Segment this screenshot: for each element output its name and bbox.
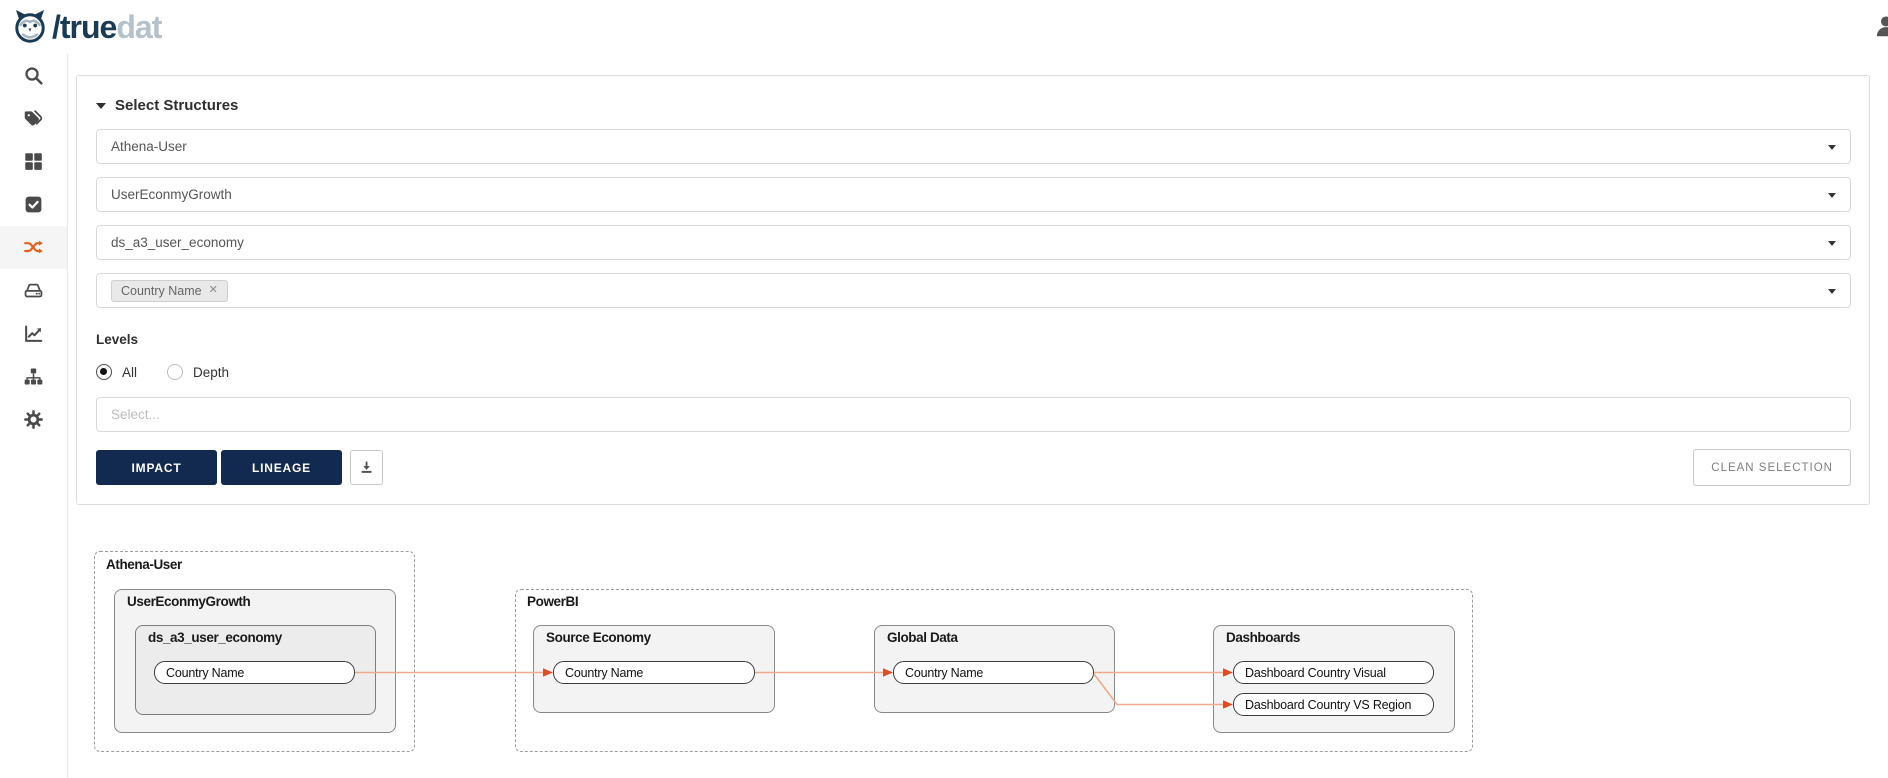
user-icon[interactable]	[1873, 13, 1888, 39]
close-icon[interactable]	[209, 285, 218, 296]
clean-selection-button[interactable]: CLEAN SELECTION	[1693, 449, 1851, 486]
structure-select-field[interactable]: Country Name	[96, 273, 1851, 308]
sitemap-icon	[24, 368, 43, 385]
chevron-down-icon	[1828, 240, 1836, 246]
chart-line-icon	[25, 325, 43, 342]
levels-radio-all-label: All	[122, 364, 138, 380]
structure-select-table[interactable]: ds_a3_user_economy	[96, 225, 1851, 260]
truedat-logo[interactable]: /truedat	[10, 7, 162, 47]
graph-node-source-country-name[interactable]: Country Name	[553, 661, 755, 684]
sidebar	[0, 54, 68, 778]
sidebar-item-sitemap[interactable]	[0, 355, 67, 398]
graph-system-athena-user	[94, 551, 415, 752]
levels-radio-all[interactable]: All	[96, 364, 137, 380]
structure-select-system-value: Athena-User	[111, 139, 187, 154]
chevron-down-icon	[1828, 192, 1836, 198]
graph-node-global-country-name-label: Country Name	[905, 665, 984, 680]
sidebar-item-check[interactable]	[0, 183, 67, 226]
radio-selected-icon	[96, 364, 112, 380]
sidebar-item-search[interactable]	[0, 54, 67, 97]
check-square-icon	[25, 196, 42, 213]
levels-radio-depth-label: Depth	[193, 364, 230, 380]
tags-icon	[24, 110, 43, 126]
structure-select-system[interactable]: Athena-User	[96, 129, 1851, 164]
hard-drive-icon	[24, 283, 43, 298]
graph-node-dashboard-country-vs-region[interactable]: Dashboard Country VS Region	[1233, 693, 1434, 716]
graph-group-source-economy-label: Source Economy	[546, 630, 651, 645]
sidebar-item-grid[interactable]	[0, 140, 67, 183]
shuffle-icon	[24, 240, 43, 254]
graph-node-dashboard-country-visual-label: Dashboard Country Visual	[1245, 665, 1386, 680]
graph-table-ds-a3-user-economy-label: ds_a3_user_economy	[148, 630, 282, 645]
panel-collapse-toggle[interactable]: Select Structures	[96, 97, 1851, 114]
graph-group-dashboards-label: Dashboards	[1226, 630, 1301, 645]
chevron-down-icon	[1828, 144, 1836, 150]
sidebar-item-settings[interactable]	[0, 398, 67, 441]
sidebar-item-storage[interactable]	[0, 269, 67, 312]
grid-icon	[25, 153, 42, 170]
select-structures-panel: Select Structures Athena-User UserEconmy…	[76, 75, 1870, 505]
gear-icon	[24, 410, 43, 429]
lineage-button[interactable]: LINEAGE	[221, 450, 342, 485]
sidebar-item-tags[interactable]	[0, 97, 67, 140]
search-icon	[25, 67, 43, 85]
lineage-graph: Athena-User UserEconmyGrowth ds_a3_user_…	[94, 551, 1484, 761]
logo-text: /truedat	[52, 9, 162, 45]
sidebar-item-chart[interactable]	[0, 312, 67, 355]
depth-select-input[interactable]	[96, 397, 1851, 432]
graph-node-athena-country-name[interactable]: Country Name	[154, 661, 355, 684]
structure-select-table-value: ds_a3_user_economy	[111, 235, 244, 250]
graph-system-athena-user-label: Athena-User	[106, 557, 182, 572]
impact-button[interactable]: IMPACT	[96, 450, 217, 485]
graph-node-global-country-name[interactable]: Country Name	[893, 661, 1094, 684]
sidebar-item-lineage[interactable]	[0, 226, 67, 269]
selected-field-chip-label: Country Name	[121, 283, 202, 298]
download-button[interactable]	[350, 450, 383, 485]
selected-field-chip[interactable]: Country Name	[111, 279, 228, 302]
levels-label: Levels	[96, 332, 139, 347]
graph-group-global-data-label: Global Data	[887, 630, 958, 645]
download-icon	[361, 461, 372, 473]
graph-system-powerbi-label: PowerBI	[527, 594, 579, 609]
graph-node-athena-country-name-label: Country Name	[166, 665, 245, 680]
structure-select-group[interactable]: UserEconmyGrowth	[96, 177, 1851, 212]
graph-node-dashboard-country-vs-region-label: Dashboard Country VS Region	[1245, 697, 1412, 712]
actions-row: IMPACT LINEAGE CLEAN SELECTION	[96, 449, 1851, 486]
panel-title: Select Structures	[115, 97, 239, 114]
graph-node-dashboard-country-visual[interactable]: Dashboard Country Visual	[1233, 661, 1434, 684]
radio-unselected-icon	[167, 364, 184, 380]
structure-select-group-value: UserEconmyGrowth	[111, 187, 232, 202]
owl-logo-icon	[15, 10, 45, 43]
graph-node-source-country-name-label: Country Name	[565, 665, 644, 680]
navbar: /truedat	[0, 0, 1888, 54]
graph-group-usereconmygrowth-label: UserEconmyGrowth	[127, 594, 251, 609]
graph-system-powerbi	[515, 589, 1473, 752]
caret-down-icon	[96, 102, 106, 109]
chevron-down-icon	[1828, 288, 1836, 294]
levels-radio-depth[interactable]: Depth	[167, 364, 229, 380]
levels-radio-group: All Depth	[96, 364, 1851, 380]
